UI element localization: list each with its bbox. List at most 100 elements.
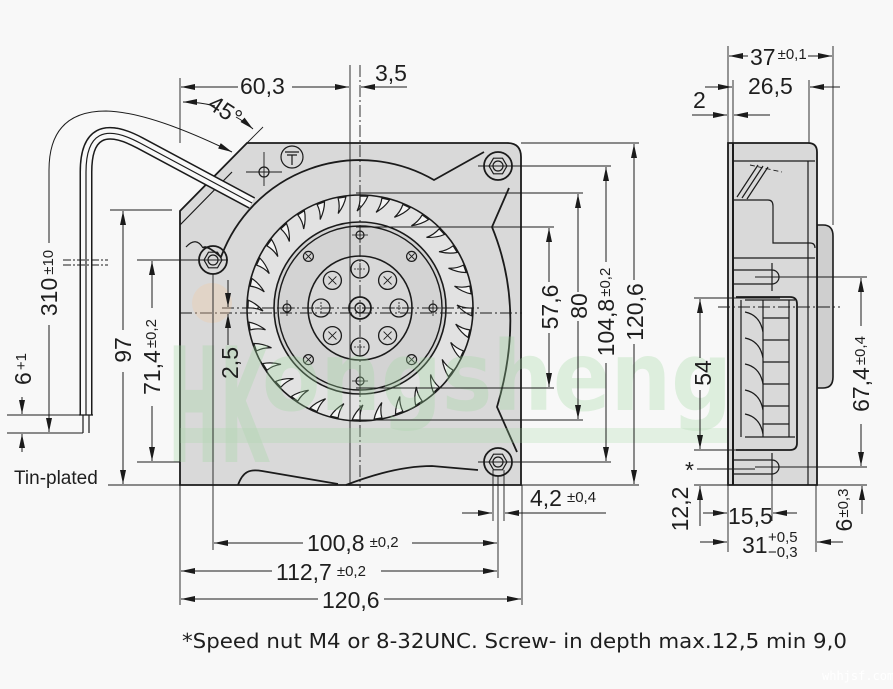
impeller-blade bbox=[248, 321, 266, 331]
impeller-blades bbox=[247, 195, 473, 421]
dim-120-6-height-label: 120,6 bbox=[622, 283, 648, 341]
dim-67-4: 67,4±0,4 bbox=[755, 276, 874, 468]
x-mark-icon bbox=[383, 331, 392, 340]
watermark-logo: HK bbox=[168, 313, 270, 500]
dim-310-label: 310±10 bbox=[36, 250, 62, 316]
hub-hole bbox=[322, 325, 343, 346]
impeller-blade bbox=[266, 238, 279, 257]
watermark-dot bbox=[192, 283, 232, 323]
dim-120-6-width: 120,6 bbox=[179, 485, 523, 613]
dim-15-5: 15,5 bbox=[703, 474, 797, 552]
dim-112-7: 112,7±0,2 bbox=[181, 476, 499, 585]
ring-hole bbox=[406, 354, 418, 366]
dim-2-5: 2,5 bbox=[217, 280, 243, 379]
dim-112-7-label: 112,7±0,2 bbox=[276, 559, 366, 585]
dim-104-8: 104,8±0,2 bbox=[478, 165, 619, 463]
dim-37-label: 37±0,1 bbox=[750, 44, 807, 70]
dim-37: 37±0,1 bbox=[727, 44, 834, 225]
volute-top bbox=[202, 151, 485, 259]
x-mark-icon bbox=[328, 331, 337, 340]
impeller-blade bbox=[308, 398, 326, 413]
dim-57-6-label: 57,6 bbox=[537, 285, 563, 330]
dim-67-4-label: 67,4±0,4 bbox=[848, 336, 874, 412]
dim-2-label: 2 bbox=[693, 87, 706, 113]
impeller-blade bbox=[441, 359, 454, 378]
watermark-brand: ongsheng bbox=[262, 321, 732, 433]
dim-120-6-width-label: 120,6 bbox=[322, 587, 380, 613]
dim-104-8-label: 104,8±0,2 bbox=[593, 268, 619, 357]
hub-hole bbox=[377, 325, 398, 346]
side-body bbox=[727, 142, 818, 486]
impeller-blade bbox=[290, 389, 309, 402]
dim-26-5: 26,5 bbox=[705, 73, 840, 143]
impeller-blade bbox=[337, 196, 347, 214]
hub-hole bbox=[322, 270, 343, 291]
impeller-blade bbox=[316, 200, 326, 220]
outlet-blades bbox=[740, 299, 795, 438]
dim-12-2-label: 12,2 bbox=[667, 487, 693, 532]
impeller-blade bbox=[252, 342, 272, 352]
impeller-blade bbox=[448, 264, 468, 274]
dim-60-3-label: 60,3 bbox=[240, 73, 285, 99]
dim-15-5-label: 15,5 bbox=[728, 503, 773, 529]
x-mark-icon bbox=[328, 276, 337, 285]
x-mark-icon bbox=[383, 276, 392, 285]
dim-60-3: 60,3 bbox=[179, 73, 349, 143]
x-mark-icon bbox=[408, 253, 415, 260]
side-view: 37±0,1 26,5 2 54 67,4±0,4 bbox=[667, 44, 874, 561]
cable-outlet-hatch bbox=[736, 164, 769, 200]
ring-hole bbox=[302, 354, 314, 366]
impeller-blade bbox=[373, 402, 383, 420]
dim-57-6: 57,6 bbox=[356, 226, 563, 389]
motor-bump bbox=[816, 224, 834, 389]
impeller-blade bbox=[296, 209, 306, 230]
dim-6-slot-label: 6±0,3 bbox=[831, 489, 857, 532]
dim-100-8-label: 100,8±0,2 bbox=[307, 530, 399, 556]
dim-3-5-label: 3,5 bbox=[375, 60, 407, 86]
impeller-blade bbox=[329, 403, 345, 419]
impeller-blade bbox=[455, 323, 471, 339]
dim-97-label: 97 bbox=[110, 337, 136, 363]
cable bbox=[63, 126, 256, 433]
dim-31-tol-lower: −0,3 bbox=[768, 544, 798, 561]
front-view: HK ongsheng 60,3 3,5 45° 310±10 bbox=[7, 60, 735, 613]
watermark: HK ongsheng bbox=[168, 283, 735, 500]
impeller-blade bbox=[450, 342, 465, 360]
impeller-blade bbox=[249, 277, 265, 293]
dim-26-5-label: 26,5 bbox=[748, 73, 793, 99]
ground-symbol-icon bbox=[280, 145, 304, 169]
dim-80-label: 80 bbox=[566, 293, 592, 319]
volute-right bbox=[491, 187, 518, 453]
impeller-blade bbox=[394, 396, 404, 416]
impeller-blade bbox=[414, 386, 424, 407]
dim-3-5: 3,5 bbox=[361, 60, 407, 90]
side-step bbox=[733, 199, 816, 249]
impeller-blade bbox=[375, 197, 391, 213]
impeller-blade bbox=[255, 256, 270, 274]
dim-54-label: 54 bbox=[690, 360, 716, 386]
dim-6-label: 6+1 bbox=[10, 353, 36, 385]
dim-100-8: 100,8±0,2 bbox=[212, 274, 497, 556]
dim-2: 2 bbox=[692, 87, 770, 118]
x-mark-icon bbox=[305, 253, 312, 260]
dim-4-2-label: 4,2±0,4 bbox=[530, 485, 596, 511]
dim-2-5-label: 2,5 bbox=[217, 347, 243, 379]
dim-80: 80 bbox=[356, 192, 592, 421]
dim-31-label: 31 bbox=[742, 532, 768, 558]
impeller-blade bbox=[438, 244, 459, 254]
break-mark bbox=[63, 259, 108, 266]
small-hole-icon bbox=[246, 152, 282, 186]
site-watermark: whhjsf.com bbox=[822, 669, 893, 683]
impeller-blade bbox=[261, 362, 282, 372]
outlet-frame bbox=[736, 296, 798, 451]
dim-4-2: 4,2±0,4 bbox=[462, 470, 606, 521]
dim-54: 54 bbox=[690, 297, 780, 451]
impeller-blade bbox=[394, 203, 412, 218]
impeller-blade bbox=[426, 227, 446, 239]
dim-31: 31 +0,5 −0,3 bbox=[700, 485, 843, 561]
volute-bottom bbox=[237, 465, 479, 486]
tin-plated-label: Tin-plated bbox=[14, 468, 98, 489]
dim-31-tol-upper: +0,5 bbox=[768, 529, 798, 546]
speed-nut-marker: * bbox=[685, 457, 755, 483]
